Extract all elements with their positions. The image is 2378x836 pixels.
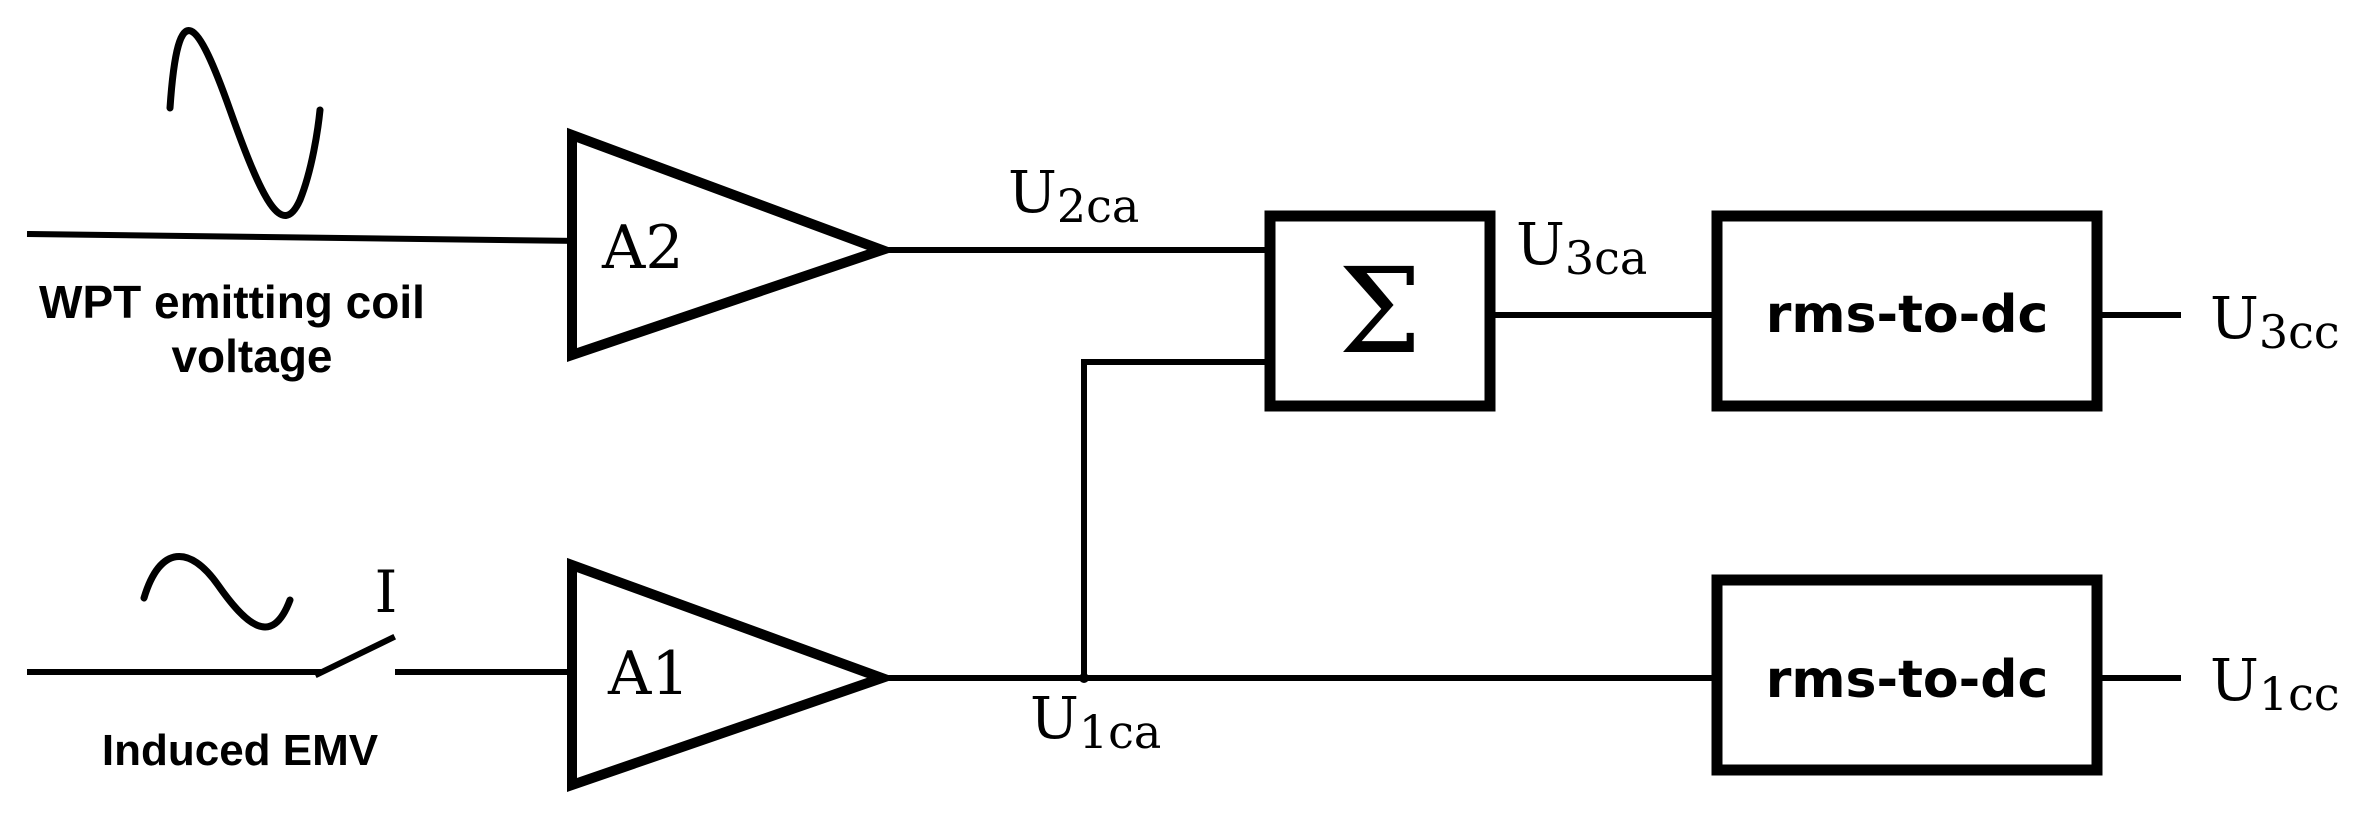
- amplifier-a1: [567, 557, 897, 793]
- amplifier-a1-label: A1: [607, 639, 690, 709]
- u2ca-label: U2ca: [1008, 158, 1139, 233]
- u1cc-label: U1cc: [2210, 646, 2340, 721]
- summer-block: [1264, 210, 1496, 412]
- bottom-input-label: Induced EMV: [102, 726, 379, 775]
- u3cc-label: U3cc: [2210, 284, 2340, 359]
- amplifier-a2-label: A2: [601, 213, 684, 283]
- u3ca-label: U3ca: [1516, 210, 1647, 285]
- sine-wave-large-icon: [166, 27, 324, 219]
- switch-label: I: [375, 558, 398, 626]
- rms-to-dc-bottom-block: [1711, 574, 2103, 776]
- top-input-label-line2: voltage: [171, 330, 332, 382]
- switch-blade-icon: [313, 633, 397, 679]
- rms-to-dc-bottom-label: rms-to-dc: [1766, 650, 2049, 710]
- amplifier-a2: [567, 127, 897, 362]
- u1ca-label: U1ca: [1030, 684, 1161, 759]
- sum-symbol: Σ: [1338, 242, 1421, 380]
- sine-wave-small-icon: [140, 553, 294, 631]
- junction-dot: [1079, 673, 1089, 683]
- rms-to-dc-top-block: [1711, 210, 2103, 412]
- rms-to-dc-top-label: rms-to-dc: [1766, 285, 2049, 345]
- top-input-wire: [26, 230, 584, 245]
- top-input-label-line1: WPT emitting coil: [39, 276, 425, 328]
